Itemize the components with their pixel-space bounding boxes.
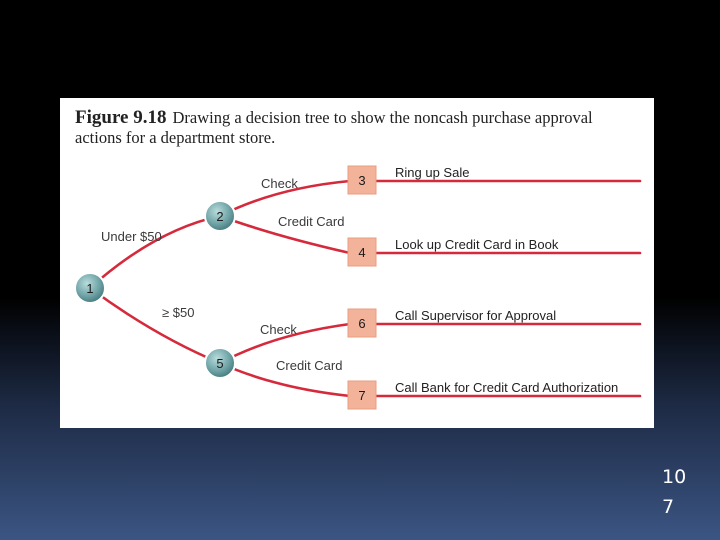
action-box-6: 6 — [347, 308, 377, 338]
action-call-bank: Call Bank for Credit Card Authorization — [395, 380, 618, 395]
decision-node-5: 5 — [204, 347, 236, 379]
page-number-line-1: 10 — [662, 466, 687, 488]
figure-caption-text: Drawing a decision tree to show the nonc… — [75, 108, 593, 147]
condition-check-top: Check — [261, 176, 298, 191]
action-call-supervisor: Call Supervisor for Approval — [395, 308, 556, 323]
decision-node-2: 2 — [204, 200, 236, 232]
action-ring-up-sale: Ring up Sale — [395, 165, 469, 180]
condition-credit-card-top: Credit Card — [278, 214, 344, 229]
slide-page-number: 10 7 — [662, 462, 702, 522]
action-box-4: 4 — [347, 237, 377, 267]
action-box-4-label: 4 — [358, 245, 365, 260]
page-number-line-2: 7 — [662, 496, 675, 518]
figure-number: Figure 9.18 — [75, 107, 167, 128]
action-box-3: 3 — [347, 165, 377, 195]
node-2-label: 2 — [216, 209, 223, 224]
condition-check-bottom: Check — [260, 322, 297, 337]
action-box-7: 7 — [347, 380, 377, 410]
action-look-up-credit-card: Look up Credit Card in Book — [395, 237, 559, 252]
decision-tree: Under $50 ≥ $50 Check Credit Card Check … — [74, 165, 642, 410]
action-box-6-label: 6 — [358, 316, 365, 331]
action-box-7-label: 7 — [358, 388, 365, 403]
decision-node-1: 1 — [74, 272, 106, 304]
node-1-label: 1 — [86, 281, 93, 296]
action-box-3-label: 3 — [358, 173, 365, 188]
condition-credit-card-bottom: Credit Card — [276, 358, 342, 373]
condition-50-or-more: ≥ $50 — [162, 305, 194, 320]
node-5-label: 5 — [216, 356, 223, 371]
branch-1-to-5 — [88, 286, 222, 365]
branch-1-to-2 — [88, 214, 222, 290]
condition-under-50: Under $50 — [101, 229, 162, 244]
